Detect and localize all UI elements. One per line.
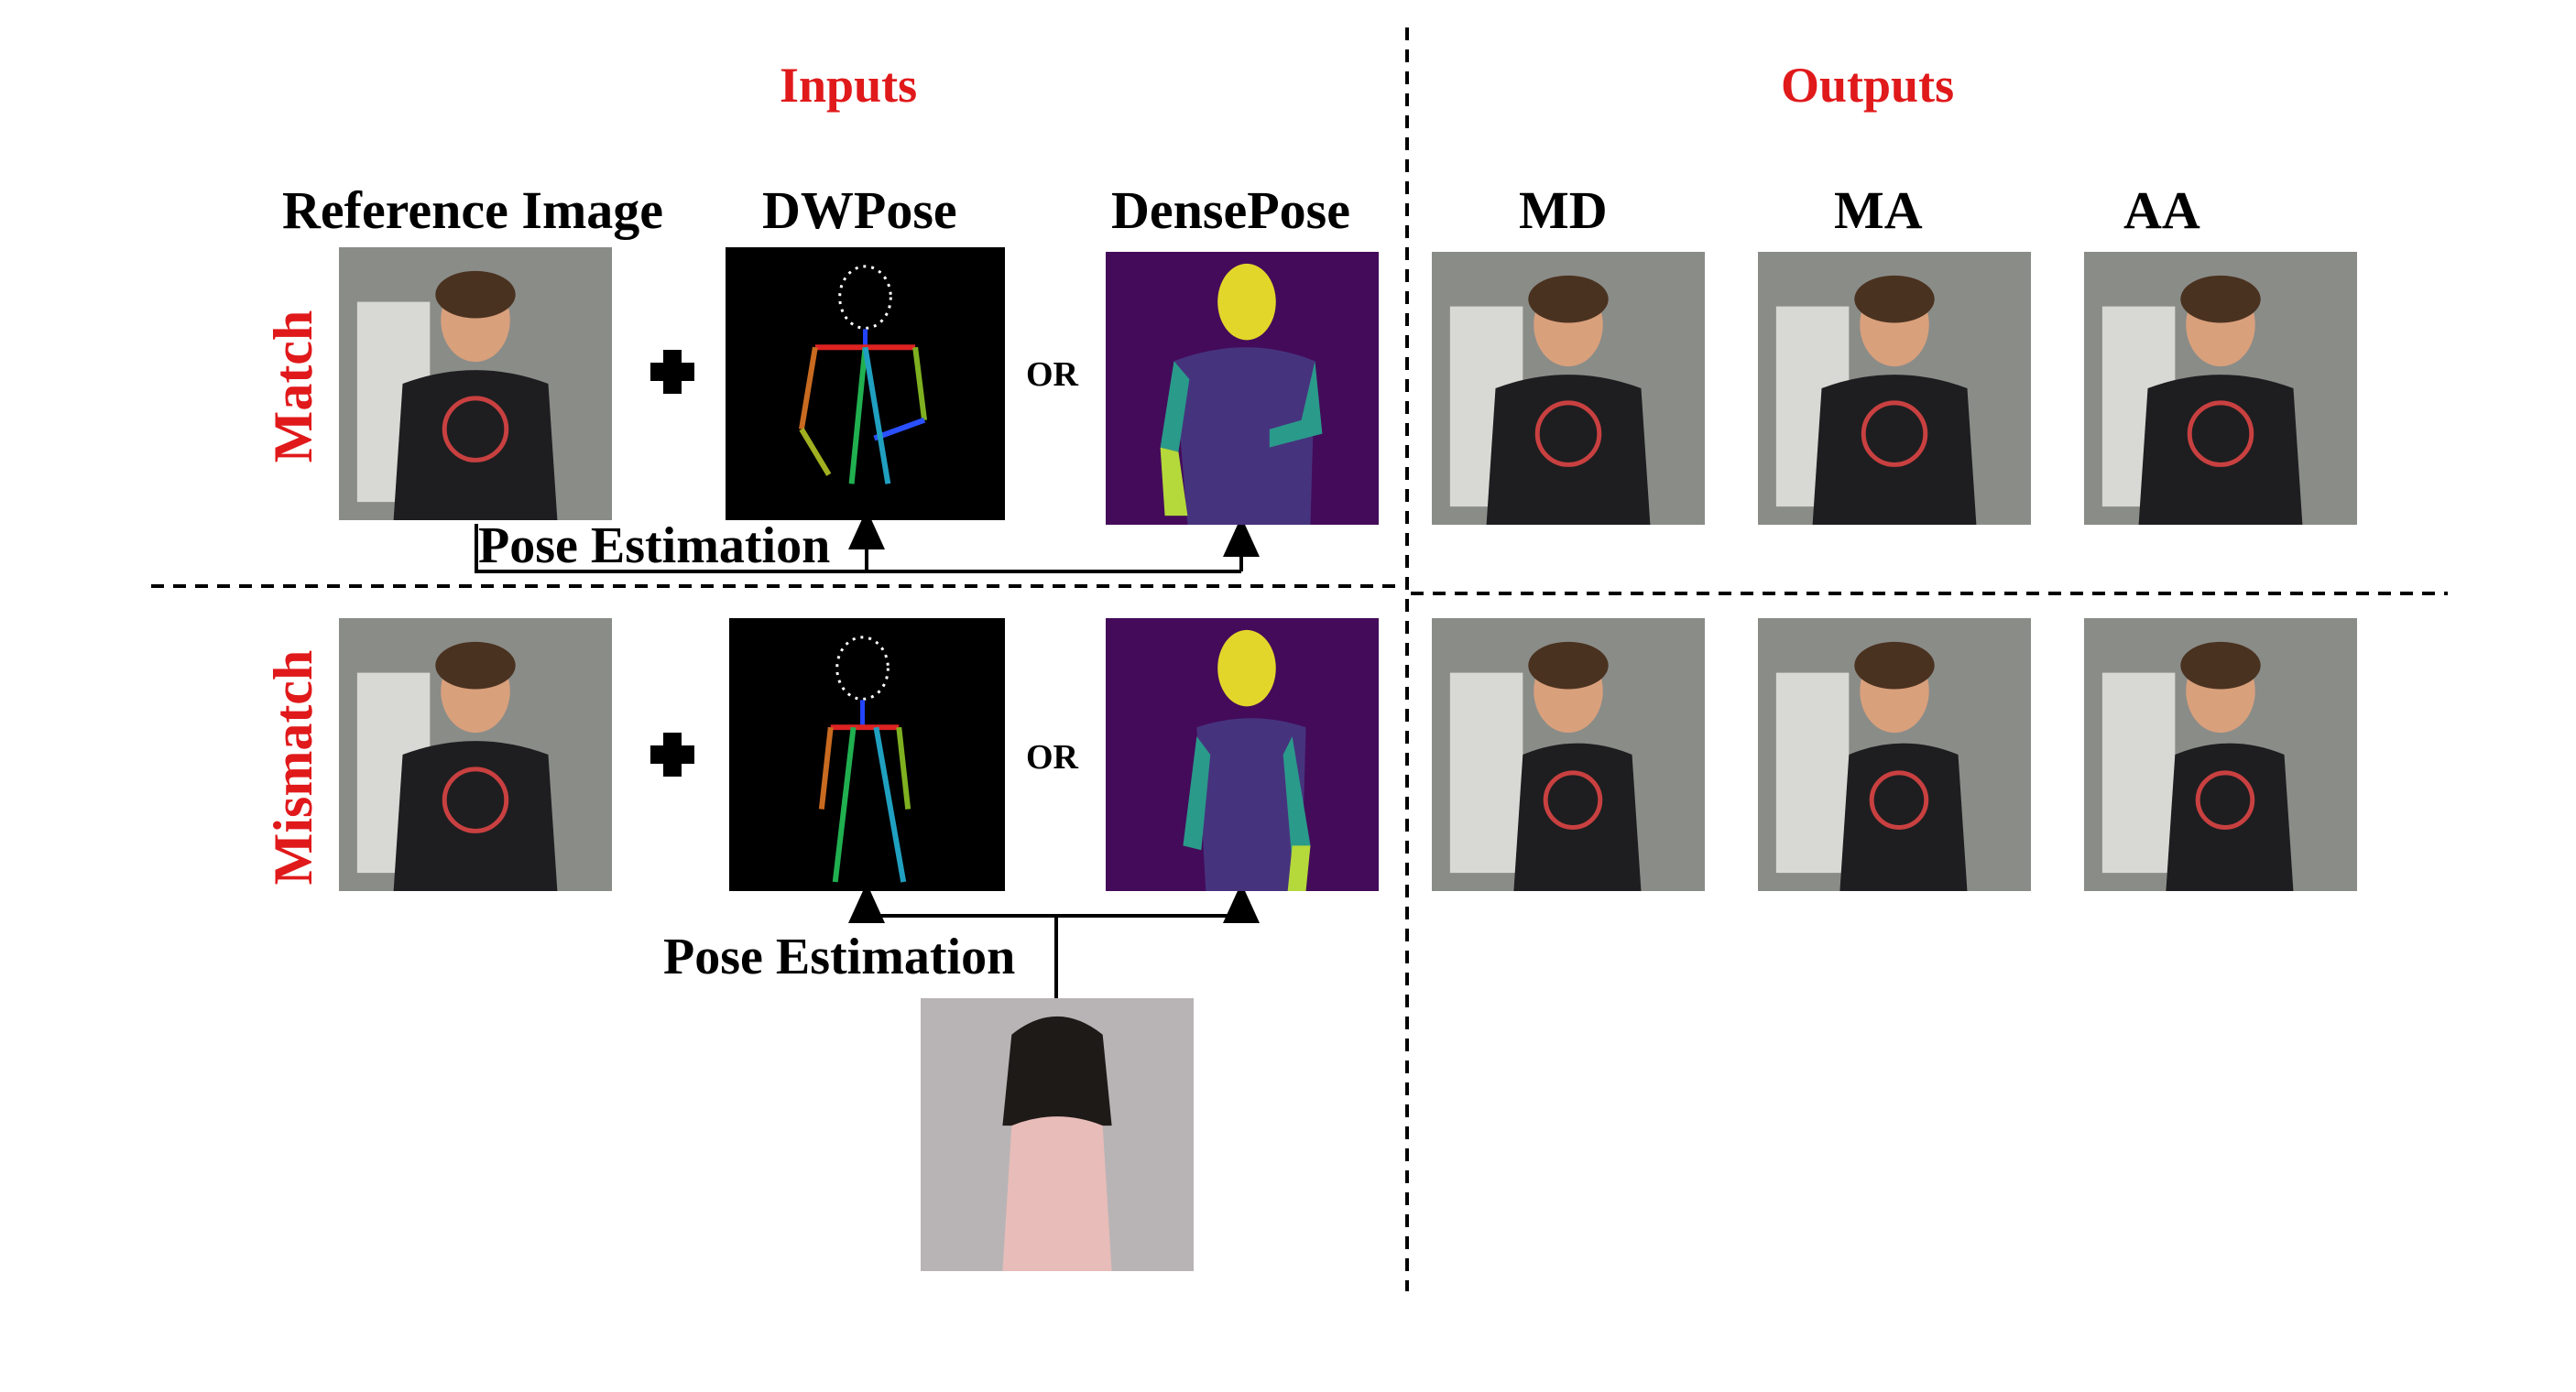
densepose-header: DensePose [1111,180,1350,240]
person-photo-icon [1758,618,2031,891]
reference-image-mismatch [339,618,612,891]
output-ma-match [1758,252,2031,525]
skeleton-icon [799,265,928,484]
densepose-match [1106,252,1379,525]
output-md-mismatch [1432,618,1705,891]
inputs-title: Inputs [780,58,918,113]
pose-estimation-label-mismatch: Pose Estimation [663,929,1016,985]
plus-icon-mismatch [650,733,694,777]
densepose-icon [1106,252,1379,525]
outputs-title: Outputs [1781,58,1955,113]
person-photo-icon [2084,252,2357,525]
output-md-match [1432,252,1705,525]
plus-icon-match [650,350,694,394]
pose-estimation-label-match: Pose Estimation [478,517,831,574]
md-header: MD [1519,180,1608,240]
output-aa-match [2084,252,2357,525]
dwpose-mismatch [729,618,1005,891]
or-label-match: OR [1026,355,1078,394]
driving-pose-image [921,998,1194,1271]
dwpose-match [726,247,1005,520]
ma-header: MA [1834,180,1923,240]
dwpose-header: DWPose [762,180,957,240]
person-photo-icon [339,618,612,891]
reference-image-header: Reference Image [282,180,663,240]
densepose-icon [1106,618,1379,891]
reference-image-match [339,247,612,520]
aa-header: AA [2123,180,2200,240]
person-photo-icon [339,247,612,520]
pose-arrow-match-frame [475,524,1241,573]
pose-arrow-mismatch-frame [867,914,1058,998]
person-photo-icon [2084,618,2357,891]
or-label-mismatch: OR [1026,738,1078,777]
output-ma-mismatch [1758,618,2031,891]
person-photo-icon [921,998,1194,1271]
person-photo-icon [1432,618,1705,891]
person-photo-icon [1432,252,1705,525]
person-photo-icon [1758,252,2031,525]
densepose-mismatch [1106,618,1379,891]
output-aa-mismatch [2084,618,2357,891]
skeleton-icon [818,636,911,883]
